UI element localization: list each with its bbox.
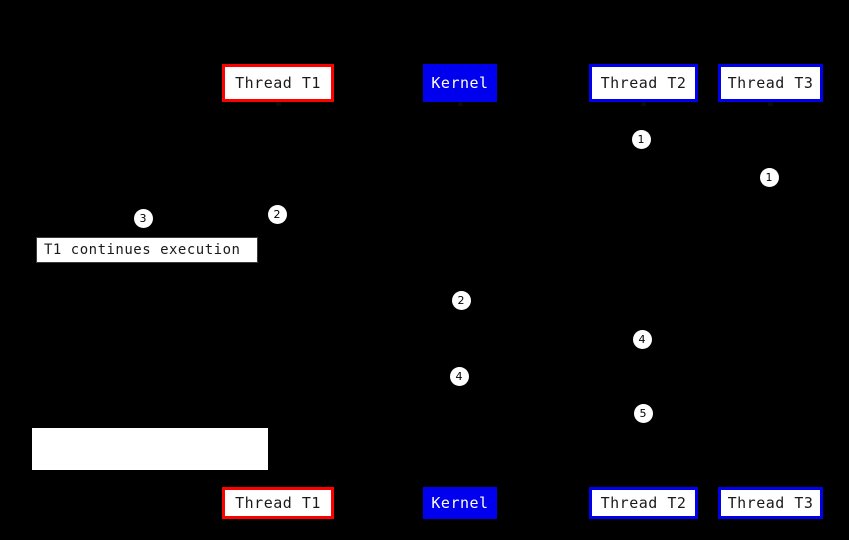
lifeline-anchor-t2 — [641, 102, 646, 106]
step-marker-1: 1 — [631, 129, 651, 149]
message-arrow-m4 — [278, 376, 460, 377]
lifeline-anchor-t1 — [276, 102, 281, 106]
lifeline-t1 — [278, 102, 279, 487]
note-t1-continues: T1 continues execution — [36, 237, 258, 263]
participant-box-t3-bottom[interactable]: Thread T3 — [718, 487, 823, 519]
participant-label: Thread T3 — [727, 493, 814, 512]
message-arrow-m2 — [278, 214, 460, 215]
lifeline-anchor-t3 — [768, 102, 773, 106]
participant-label: Thread T2 — [600, 73, 687, 92]
step-marker-1: 1 — [759, 167, 779, 187]
participant-label: Kernel — [431, 73, 489, 92]
message-arrow-m3 — [460, 300, 643, 301]
participant-label: Thread T1 — [235, 493, 321, 512]
message-arrow-m5 — [643, 413, 770, 414]
step-marker-4: 4 — [449, 366, 469, 386]
participant-label: Kernel — [431, 493, 489, 512]
participant-label: Thread T1 — [235, 73, 321, 92]
note-blank-note — [32, 428, 268, 470]
note-text: T1 continues execution — [44, 242, 241, 258]
participant-box-t3-top[interactable]: Thread T3 — [718, 64, 823, 102]
lifeline-anchor-kernel — [458, 102, 463, 106]
participant-label: Thread T2 — [600, 493, 687, 512]
step-marker-4: 4 — [632, 329, 652, 349]
participant-box-t1-top[interactable]: Thread T1 — [222, 64, 334, 102]
step-marker-2: 2 — [451, 290, 471, 310]
participant-box-t2-top[interactable]: Thread T2 — [589, 64, 698, 102]
participant-box-kernel-bottom[interactable]: Kernel — [423, 487, 497, 519]
message-arrow-m1 — [643, 139, 770, 140]
lifeline-t3 — [770, 102, 771, 487]
step-marker-2: 2 — [267, 204, 287, 224]
lifeline-t2 — [643, 102, 644, 487]
participant-box-kernel-top[interactable]: Kernel — [423, 64, 497, 102]
step-marker-5: 5 — [633, 403, 653, 423]
participant-box-t2-bottom[interactable]: Thread T2 — [589, 487, 698, 519]
participant-box-t1-bottom[interactable]: Thread T1 — [222, 487, 334, 519]
participant-label: Thread T3 — [727, 73, 814, 92]
step-marker-3: 3 — [133, 208, 153, 228]
